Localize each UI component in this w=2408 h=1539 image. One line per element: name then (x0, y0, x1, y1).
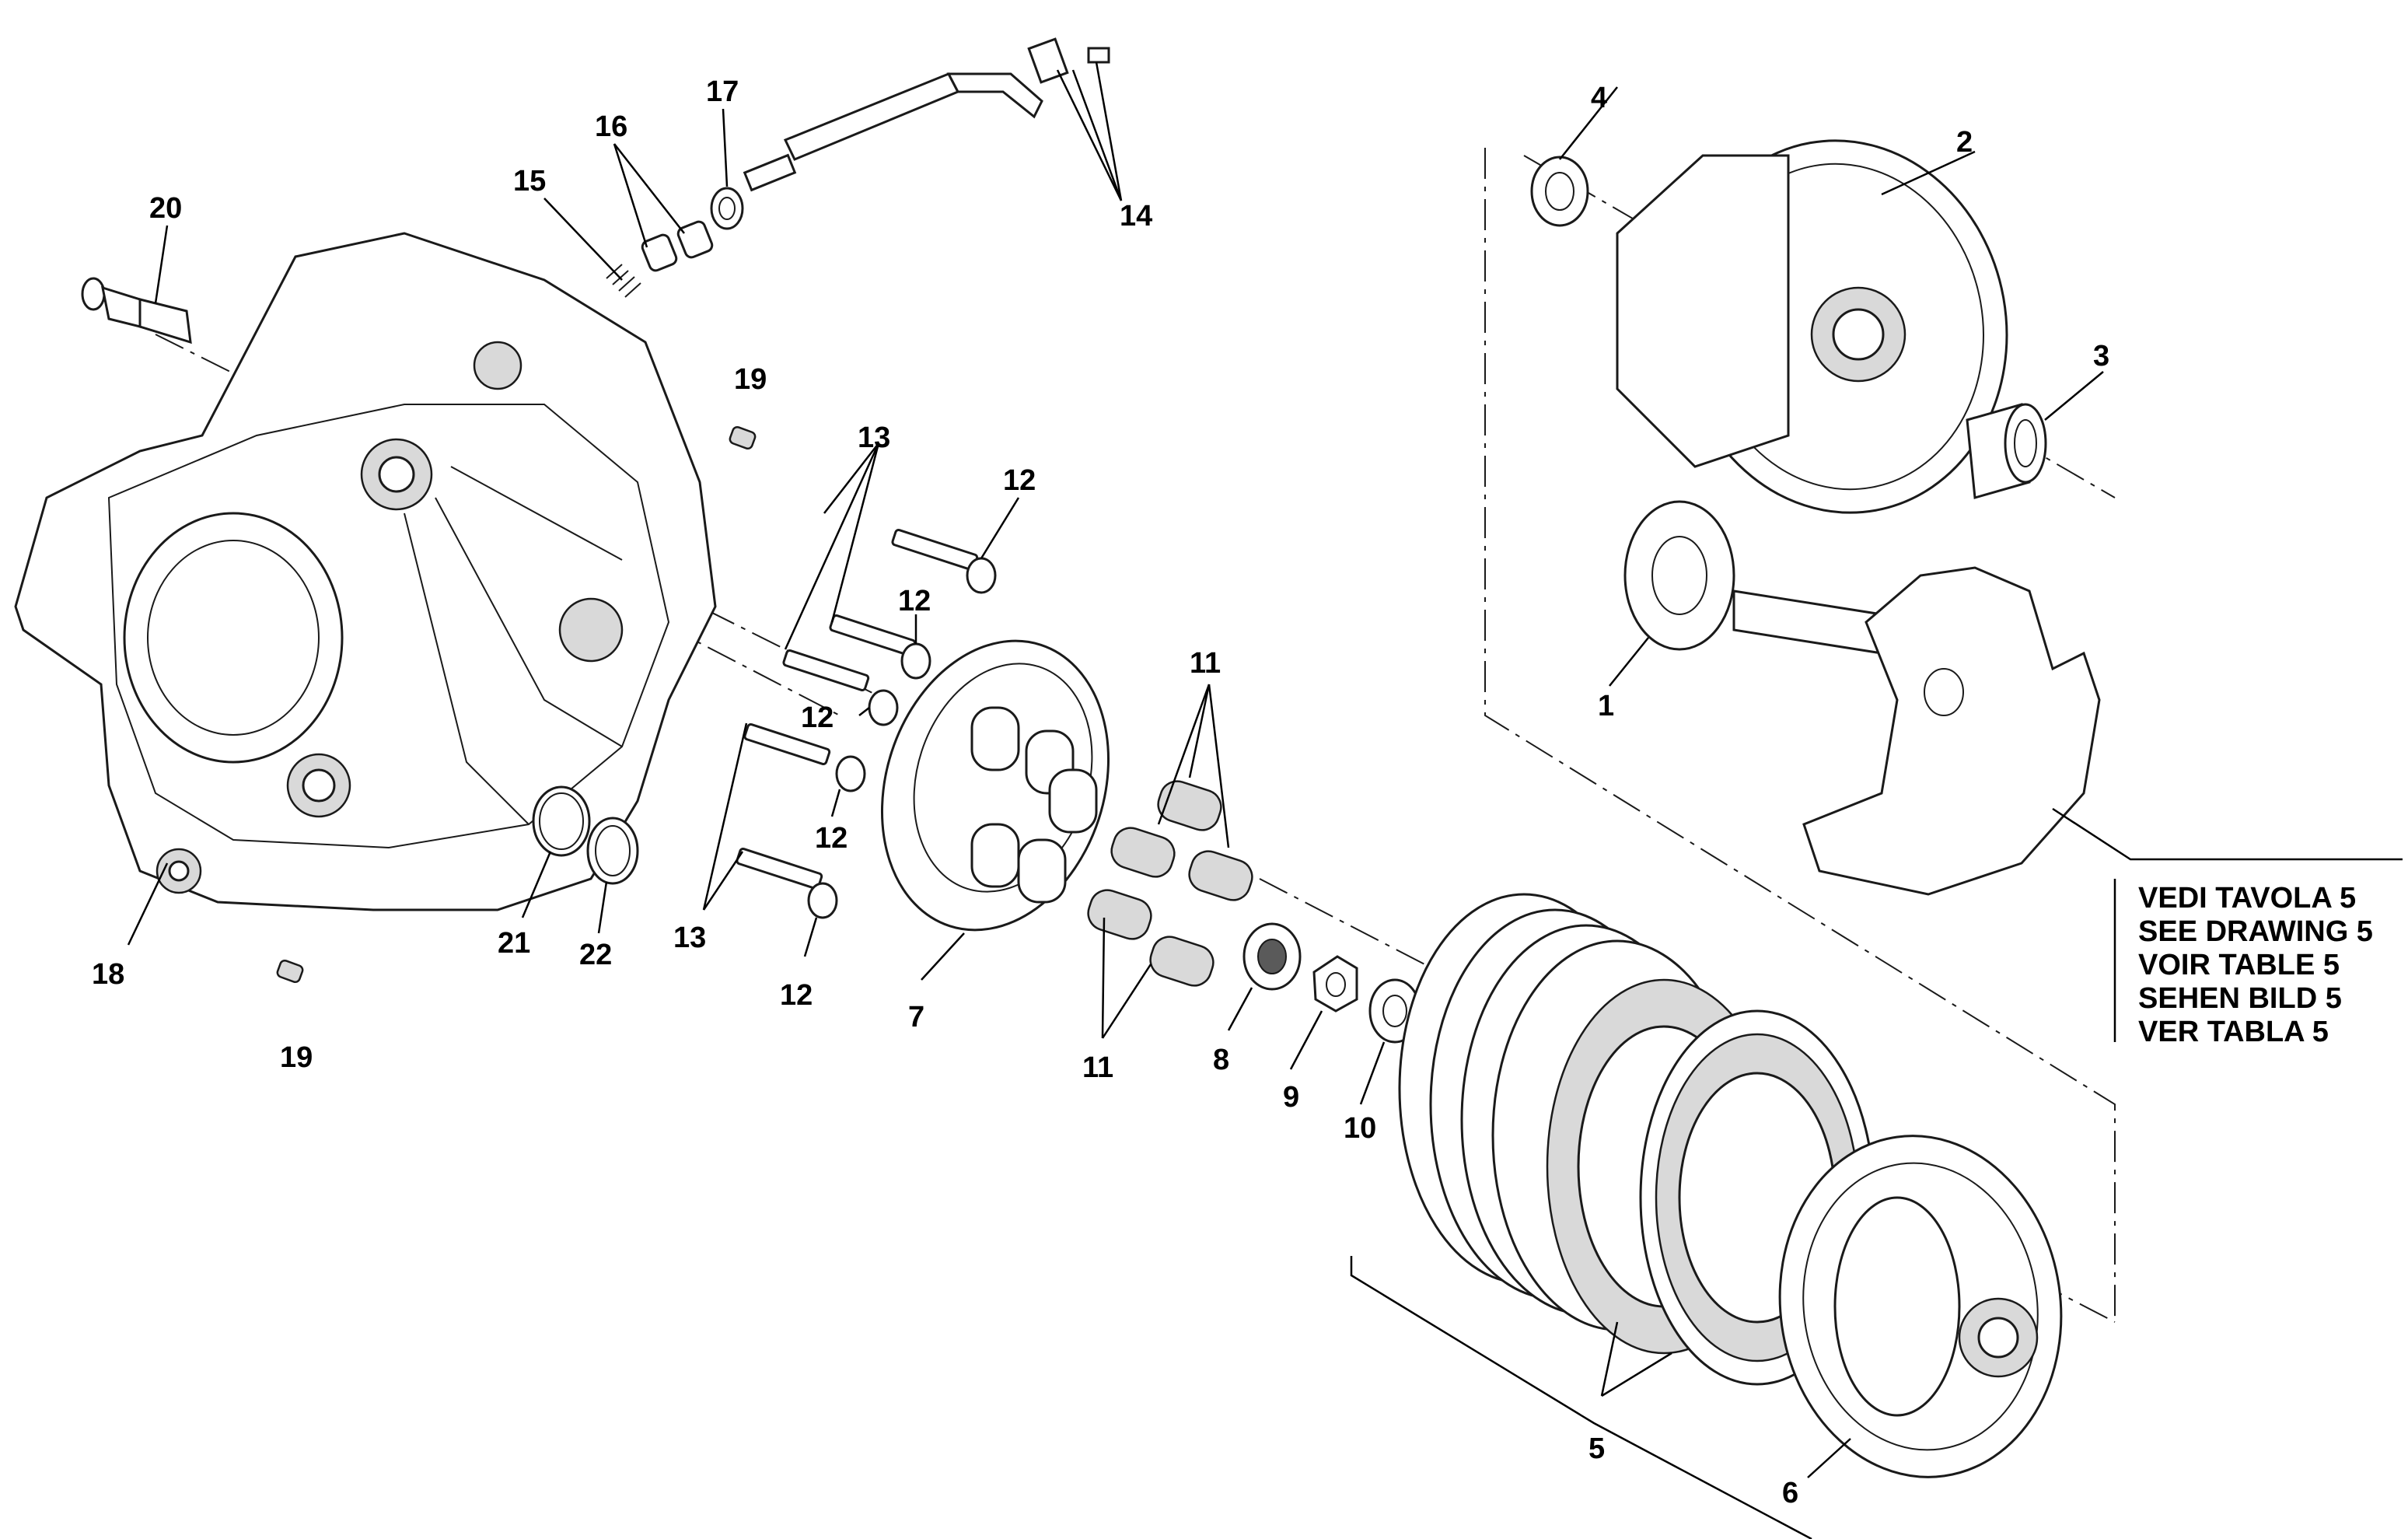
reference-note-english: SEE DRAWING 5 (2138, 915, 2373, 948)
callout-12-top: 12 (1003, 464, 1036, 497)
callout-2: 2 (1956, 126, 1973, 159)
part-1-primary-gear (1623, 500, 1883, 655)
clutch-cover (14, 232, 717, 911)
reference-note-spanish: VER TABLA 5 (2138, 1016, 2329, 1048)
callout-4: 4 (1591, 82, 1607, 114)
part-13-bolts (736, 529, 979, 890)
part-19-dowel-pins (276, 425, 757, 984)
part-12-washers (807, 557, 997, 919)
callout-12-mid: 12 (898, 585, 931, 617)
callout-15: 15 (513, 165, 546, 198)
part-14-17-release-shaft (606, 37, 1110, 298)
callout-16: 16 (595, 110, 627, 143)
part-3-bushing (1966, 403, 2047, 499)
callout-12-left: 12 (801, 701, 834, 734)
callout-11-upper: 11 (1190, 647, 1221, 680)
part-6-clutch-hub (1778, 1135, 2063, 1478)
callout-8: 8 (1213, 1044, 1229, 1076)
callout-12-bottom: 12 (780, 979, 813, 1012)
reference-leader (2052, 807, 2403, 861)
callout-13-top: 13 (858, 421, 890, 454)
part-20-fitting (81, 277, 192, 345)
callout-13-bottom: 13 (673, 922, 706, 954)
part-8-bearing (1242, 922, 1302, 991)
part-11-springs (1087, 780, 1253, 987)
callout-1-primary: 1 (1598, 690, 1614, 722)
callout-19-lower: 19 (280, 1041, 313, 1074)
callout-9: 9 (1283, 1081, 1299, 1114)
callout-labels: 1 2 3 4 5 6 7 8 9 10 11 11 12 12 12 12 1… (92, 75, 2109, 1509)
part-21-22-rings (532, 785, 639, 885)
callout-6: 6 (1782, 1477, 1798, 1509)
callout-7: 7 (908, 1001, 924, 1034)
callout-21: 21 (498, 927, 530, 960)
callout-14: 14 (1120, 200, 1152, 233)
part-5-clutch-plates (1398, 893, 1875, 1386)
callout-17: 17 (706, 75, 739, 108)
part-2-clutch-housing (1616, 139, 2008, 514)
part-4-thrust-washer (1530, 156, 1589, 227)
part-7-pressure-plate (880, 639, 1110, 932)
callout-5: 5 (1588, 1432, 1605, 1465)
callout-3: 3 (2093, 340, 2109, 373)
callout-11-lower: 11 (1082, 1051, 1113, 1084)
callout-20: 20 (149, 192, 182, 225)
reference-note-french: VOIR TABLE 5 (2138, 949, 2340, 981)
reference-note-italian: VEDI TAVOLA 5 (2138, 882, 2356, 915)
callout-22: 22 (579, 939, 612, 971)
reference-note: VEDI TAVOLA 5 SEE DRAWING 5 VOIR TABLE 5… (2138, 882, 2373, 1048)
reference-note-german: SEHEN BILD 5 (2138, 982, 2342, 1015)
part-9-nut (1312, 955, 1358, 1013)
brace-part-5 (1350, 1256, 1812, 1539)
crankshaft-reference (1802, 566, 2101, 896)
callout-18: 18 (92, 958, 124, 991)
callout-10: 10 (1344, 1112, 1376, 1145)
leader-lines (127, 61, 2104, 1478)
callout-12-low: 12 (815, 822, 848, 855)
callout-19-upper: 19 (734, 363, 767, 396)
